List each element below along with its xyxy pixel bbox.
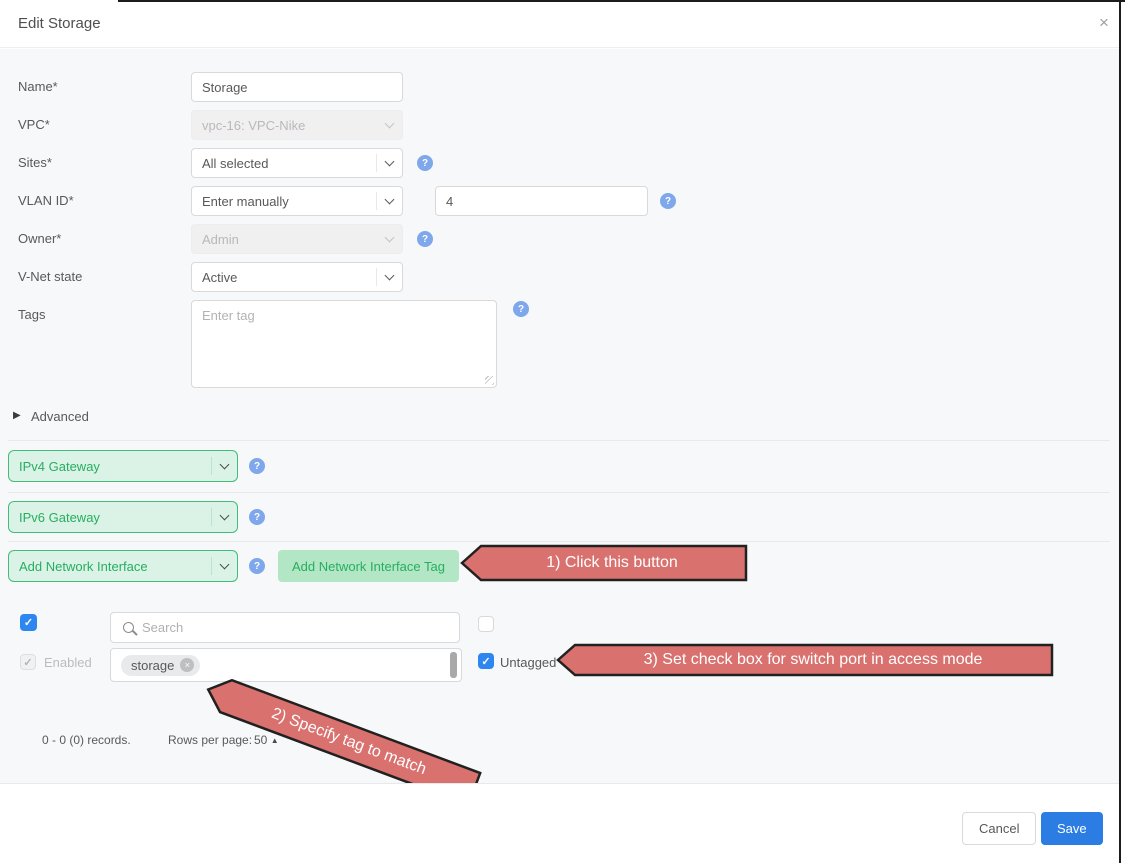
owner-label: Owner*	[18, 231, 62, 246]
select-all-checkbox[interactable]: ✓	[20, 614, 37, 631]
vlan-id-input[interactable]	[435, 186, 648, 216]
owner-select-value: Admin	[202, 231, 239, 247]
enabled-checkbox: ✓	[20, 654, 36, 670]
chevron-down-icon	[377, 156, 402, 167]
modal-title: Edit Storage	[18, 15, 101, 32]
search-box[interactable]	[110, 612, 460, 643]
vnet-state-select-value: Active	[202, 269, 238, 285]
close-icon[interactable]: ×	[1099, 13, 1109, 32]
chevron-down-icon	[377, 270, 402, 281]
modal-footer	[0, 783, 1119, 863]
enabled-label: Enabled	[44, 655, 92, 670]
check-icon: ✓	[23, 617, 34, 629]
sites-label: Sites*	[18, 155, 52, 170]
chevron-down-icon	[377, 194, 402, 205]
tag-chip: storage ×	[121, 654, 201, 676]
tag-match-input[interactable]: storage ×	[110, 648, 462, 682]
advanced-toggle[interactable]: Advanced	[31, 409, 89, 424]
owner-help-icon[interactable]: ?	[417, 231, 433, 247]
name-label: Name*	[18, 79, 58, 94]
vnet-state-select[interactable]: Active	[191, 262, 403, 292]
left-arrow-banner-icon	[556, 643, 1054, 677]
sites-select[interactable]: All selected	[191, 148, 403, 178]
cancel-button[interactable]: Cancel	[962, 812, 1037, 845]
annotation-step1-text: 1) Click this button	[546, 554, 678, 571]
chevron-down-icon	[377, 232, 402, 243]
ipv6-gateway-select[interactable]: IPv6 Gateway	[8, 501, 238, 533]
tags-label: Tags	[18, 307, 46, 322]
header-untagged-checkbox[interactable]	[478, 616, 494, 632]
vpc-select: vpc-16: VPC-Nike	[191, 110, 403, 140]
add-network-interface-tag-button[interactable]: Add Network Interface Tag	[278, 550, 459, 582]
untagged-label: Untagged	[500, 655, 557, 670]
untagged-checkbox[interactable]: ✓	[478, 653, 494, 669]
vnet-state-label: V-Net state	[18, 269, 83, 284]
sites-select-value: All selected	[202, 155, 269, 171]
page-top-edge	[118, 0, 1125, 2]
add-network-interface-select-value: Add Network Interface	[19, 558, 148, 574]
annotation-step3-text: 3) Set check box for switch port in acce…	[643, 651, 983, 668]
vlan-help-icon[interactable]: ?	[660, 193, 676, 209]
name-input[interactable]	[191, 72, 403, 102]
remove-tag-icon[interactable]: ×	[180, 658, 195, 672]
divider	[8, 541, 1110, 542]
vpc-label: VPC*	[18, 117, 50, 132]
vpc-select-value: vpc-16: VPC-Nike	[202, 117, 306, 133]
annotation-step3-arrow: 3) Set check box for switch port in acce…	[556, 643, 1054, 677]
chevron-down-icon	[212, 510, 237, 521]
vlan-label: VLAN ID*	[18, 193, 74, 208]
tags-help-icon[interactable]: ?	[513, 301, 529, 317]
scrollbar-thumb[interactable]	[450, 652, 457, 678]
chevron-down-icon	[212, 559, 237, 570]
search-icon	[123, 622, 134, 633]
rows-per-page-value: 50	[254, 733, 268, 747]
rows-per-page-select[interactable]: 50 ▲	[254, 733, 279, 747]
records-count: 0 - 0 (0) records.	[42, 733, 131, 747]
check-icon: ✓	[23, 656, 33, 669]
page-right-edge	[1119, 0, 1121, 863]
ipv4-gateway-select[interactable]: IPv4 Gateway	[8, 450, 238, 482]
add-network-interface-help-icon[interactable]: ?	[249, 558, 265, 574]
owner-select: Admin	[191, 224, 403, 254]
vlan-mode-select-value: Enter manually	[202, 193, 289, 209]
divider	[8, 492, 1110, 493]
advanced-caret-icon[interactable]: ▶	[13, 410, 21, 421]
chevron-down-icon	[212, 459, 237, 470]
modal-header: Edit Storage ×	[0, 0, 1119, 48]
rows-per-page-label: Rows per page:	[168, 733, 253, 747]
left-arrow-banner-icon	[460, 544, 748, 582]
resize-grip-icon[interactable]	[485, 376, 494, 385]
check-icon: ✓	[481, 655, 491, 668]
sites-help-icon[interactable]: ?	[417, 155, 433, 171]
tag-chip-label: storage	[131, 657, 175, 673]
ipv6-gateway-select-value: IPv6 Gateway	[19, 509, 100, 525]
divider	[8, 440, 1110, 441]
vlan-mode-select[interactable]: Enter manually	[191, 186, 403, 216]
sort-asc-icon: ▲	[270, 736, 279, 745]
ipv6-gateway-help-icon[interactable]: ?	[249, 509, 265, 525]
save-button[interactable]: Save	[1041, 812, 1103, 845]
add-network-interface-select[interactable]: Add Network Interface	[8, 550, 238, 582]
annotation-step1-arrow: 1) Click this button	[460, 544, 748, 582]
ipv4-gateway-help-icon[interactable]: ?	[249, 458, 265, 474]
chevron-down-icon	[377, 118, 402, 129]
search-input[interactable]	[142, 620, 459, 635]
tags-textarea[interactable]	[191, 300, 497, 388]
ipv4-gateway-select-value: IPv4 Gateway	[19, 458, 100, 474]
